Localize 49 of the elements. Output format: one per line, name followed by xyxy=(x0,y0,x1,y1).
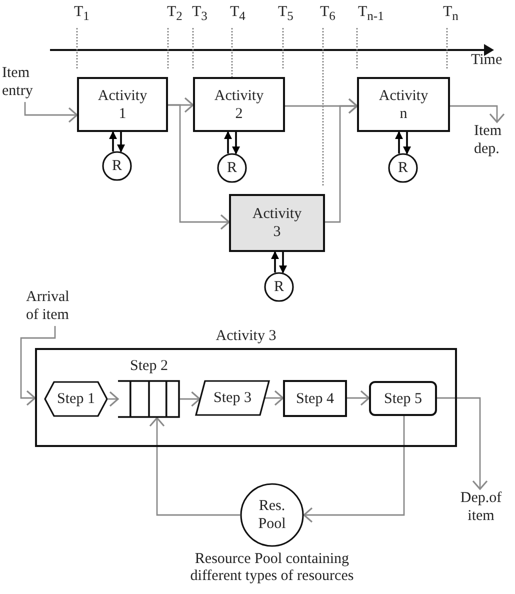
time-point-label: T$_{n}$ xyxy=(443,4,458,24)
arrow xyxy=(347,390,370,406)
activity-box: Activity n xyxy=(357,77,450,132)
arrow xyxy=(109,131,117,152)
arrow xyxy=(450,105,505,123)
hexagon-step: Step 1 xyxy=(44,381,108,417)
time-point-label: T$_{4}$ xyxy=(230,4,246,24)
step-heading: Step 2 xyxy=(129,358,169,376)
process-box: Step 4 xyxy=(283,380,347,417)
axis-label: Time xyxy=(471,52,502,70)
activity-box: Activity 1 xyxy=(77,77,168,132)
arrow xyxy=(24,102,78,123)
annotation-text: Dep.of item xyxy=(453,489,509,529)
arrow xyxy=(180,391,201,407)
parallelogram-step: Step 3 xyxy=(195,380,270,416)
annotation-text: Item entry xyxy=(2,64,48,102)
arrow xyxy=(395,131,403,154)
arrow xyxy=(20,326,56,406)
arrow xyxy=(279,252,287,274)
arrow xyxy=(108,391,119,407)
arrow xyxy=(265,390,284,406)
annotation-text: Arrival of item xyxy=(26,288,84,326)
arrow xyxy=(168,104,230,230)
time-point-label: T$_{6}$ xyxy=(320,4,336,24)
arrow xyxy=(117,132,125,153)
caption-text: Resource Pool containing different types of resources xyxy=(189,551,355,586)
time-point-label: T$_{3}$ xyxy=(192,4,208,24)
arrow xyxy=(437,397,488,490)
activity-box: Activity 2 xyxy=(193,77,285,132)
resource-circle: R xyxy=(217,153,247,183)
activity-box: Activity 3 xyxy=(229,194,325,252)
arrow xyxy=(271,251,279,273)
rounded-step-box: Step 5 xyxy=(369,381,437,416)
time-point-label: T$_{n-1}$ xyxy=(358,4,384,24)
annotation-text: Item dep. xyxy=(474,122,515,162)
arrow xyxy=(232,132,240,155)
time-point-label: T$_{1}$ xyxy=(74,4,90,24)
time-point-label: T$_{5}$ xyxy=(278,4,294,24)
resource-circle: R xyxy=(388,153,418,183)
arrow xyxy=(325,98,358,223)
resource-circle: R xyxy=(102,151,132,181)
resource-circle: R xyxy=(264,272,294,302)
arrow xyxy=(303,416,405,523)
arrow xyxy=(403,132,411,155)
container-heading: Activity 3 xyxy=(214,328,278,346)
time-point-label: T$_{2}$ xyxy=(167,4,182,24)
resource-pool-circle: Res. Pool xyxy=(240,483,304,547)
arrow xyxy=(224,131,232,154)
arrow xyxy=(149,417,240,516)
